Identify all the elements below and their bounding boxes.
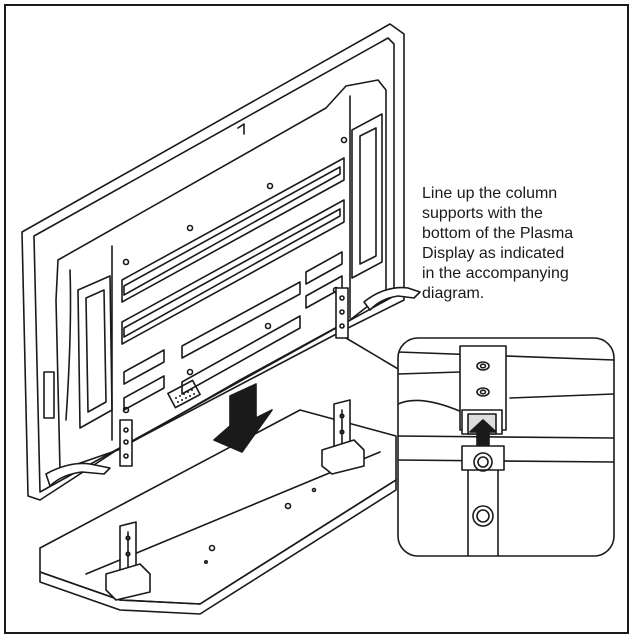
- zoom-callout: [397, 337, 615, 557]
- caption-line-1: Line up the column: [422, 185, 558, 202]
- terminal-panel: [167, 379, 201, 409]
- caption-line-4: Display as indicated: [422, 245, 565, 262]
- caption-line-6: diagram.: [422, 285, 485, 302]
- left-handle-inner: [85, 289, 107, 413]
- vent-slots: [121, 157, 345, 411]
- right-foot: [363, 286, 421, 311]
- stand-base-edge: [39, 479, 397, 615]
- right-handle-inner: [359, 127, 377, 265]
- top-tab: [237, 123, 245, 135]
- left-column-foot: [105, 563, 151, 601]
- caption-line-2: supports with the: [422, 205, 543, 222]
- right-handle: [351, 113, 383, 279]
- instruction-caption: Line up the column supports with the bot…: [422, 184, 627, 304]
- stand: [39, 399, 397, 615]
- side-tab: [43, 371, 55, 419]
- display-mount-brackets: [119, 287, 349, 467]
- left-handle: [77, 275, 113, 429]
- base-hole: [208, 544, 216, 552]
- plasma-display: [21, 23, 421, 501]
- caption-line-3: bottom of the Plasma: [422, 225, 574, 242]
- down-arrow-icon: [213, 383, 273, 453]
- left-foot: [45, 462, 111, 487]
- caption-line-5: in the accompanying: [422, 265, 569, 282]
- display-inner-frame: [33, 37, 395, 493]
- right-column-foot: [321, 439, 365, 475]
- terminal-dots: [175, 389, 195, 403]
